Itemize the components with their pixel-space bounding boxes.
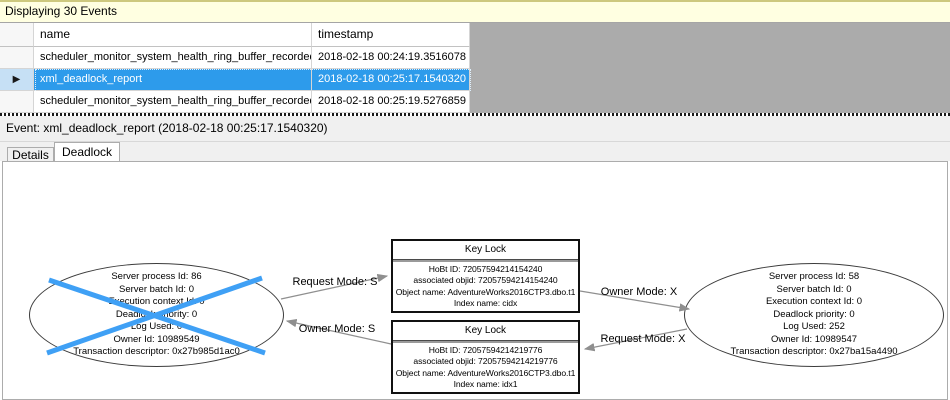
tab-strip (0, 142, 950, 161)
pane-splitter[interactable] (0, 113, 950, 116)
events-grid: name timestamp scheduler_monitor_system_… (0, 23, 950, 113)
tab-deadlock[interactable]: Deadlock (54, 142, 120, 161)
resource-detail-line: HoBt ID: 72057594214219776 (428, 344, 543, 355)
event-row[interactable]: scheduler_monitor_system_health_ring_buf… (0, 47, 950, 69)
process-detail-line: Server process Id: 86 (111, 271, 202, 283)
process-detail-line: Log Used: 252 (783, 321, 845, 333)
process-detail-line: Deadlock priority: 0 (773, 308, 855, 320)
resource-node-keylock-top[interactable]: Key Lock HoBt ID: 72057594214154240 asso… (391, 239, 580, 313)
tab-details[interactable]: Details (7, 147, 54, 162)
process-node[interactable]: Server process Id: 58 Server batch Id: 0… (684, 263, 944, 367)
resource-node-keylock-bottom[interactable]: Key Lock HoBt ID: 72057594214219776 asso… (391, 320, 580, 394)
event-timestamp-cell[interactable]: 2018-02-18 00:25:19.5276859 (312, 91, 470, 113)
grid-empty-area (470, 47, 950, 69)
event-row[interactable]: scheduler_monitor_system_health_ring_buf… (0, 91, 950, 113)
edge-label-owner-s: Owner Mode: S (298, 323, 376, 335)
process-detail-line: Owner Id: 10989547 (770, 333, 858, 345)
process-detail-line: Transaction descriptor: 0x27b985d1ac0 (73, 346, 240, 358)
grid-empty-area (470, 69, 950, 91)
resource-detail-line: Object name: AdventureWorks2016CTP3.dbo.… (395, 367, 576, 378)
resource-detail-line: Index name: cidx (453, 298, 518, 308)
column-header-name[interactable]: name (34, 23, 312, 47)
edge-label-request-x: Request Mode: X (600, 333, 686, 345)
current-row-arrow-icon: ▶ (12, 74, 21, 85)
selected-event-text: Event: xml_deadlock_report (2018-02-18 0… (6, 121, 328, 135)
status-text: Displaying 30 Events (5, 4, 118, 18)
resource-title: Key Lock (393, 322, 578, 341)
column-header-timestamp[interactable]: timestamp (312, 23, 470, 47)
event-name-cell[interactable]: scheduler_monitor_system_health_ring_buf… (34, 47, 312, 69)
resource-detail-line: HoBt ID: 72057594214154240 (428, 263, 543, 274)
process-detail-line: Deadlock priority: 0 (115, 308, 198, 320)
process-detail-line: Server process Id: 58 (768, 271, 860, 283)
resource-title: Key Lock (393, 241, 578, 260)
process-detail-line: Server batch Id: 0 (776, 283, 852, 295)
status-bar: Displaying 30 Events (0, 0, 950, 23)
row-selector-header (0, 23, 34, 47)
grid-empty-area (470, 23, 950, 47)
event-name-cell[interactable]: scheduler_monitor_system_health_ring_buf… (34, 91, 312, 113)
process-detail-line: Transaction descriptor: 0x27ba15a4490 (730, 346, 898, 358)
resource-detail-line: associated objid: 72057594214219776 (413, 356, 558, 366)
event-name-cell[interactable]: xml_deadlock_report (34, 69, 312, 91)
process-detail-line: Log Used: 0 (130, 321, 183, 333)
process-detail-line: Execution context Id: 0 (108, 296, 205, 308)
process-detail-line: Server batch Id: 0 (119, 283, 194, 295)
edge-label-owner-x: Owner Mode: X (600, 286, 678, 298)
process-detail-line: Execution context Id: 0 (765, 296, 863, 308)
event-timestamp-cell[interactable]: 2018-02-18 00:24:19.3516078 (312, 47, 470, 69)
row-selector[interactable] (0, 91, 34, 113)
deadlock-graph-pane: Server process Id: 86 Server batch Id: 0… (2, 161, 948, 400)
resource-detail-line: Index name: idx1 (453, 379, 518, 389)
event-row-selected[interactable]: ▶ xml_deadlock_report 2018-02-18 00:25:1… (0, 69, 950, 93)
edge-label-request-s: Request Mode: S (292, 276, 378, 288)
row-selector-current[interactable]: ▶ (0, 69, 34, 91)
row-selector[interactable] (0, 47, 34, 69)
event-timestamp-cell[interactable]: 2018-02-18 00:25:17.1540320 (312, 69, 470, 91)
resource-detail-line: associated objid: 72057594214154240 (413, 275, 558, 285)
selected-event-bar: Event: xml_deadlock_report (2018-02-18 0… (0, 116, 950, 142)
resource-detail-line: Object name: AdventureWorks2016CTP3.dbo.… (395, 286, 576, 297)
grid-header-row: name timestamp (0, 23, 950, 47)
grid-empty-area (470, 91, 950, 113)
process-node-victim[interactable]: Server process Id: 86 Server batch Id: 0… (29, 263, 284, 367)
process-detail-line: Owner Id: 10989549 (113, 333, 200, 345)
